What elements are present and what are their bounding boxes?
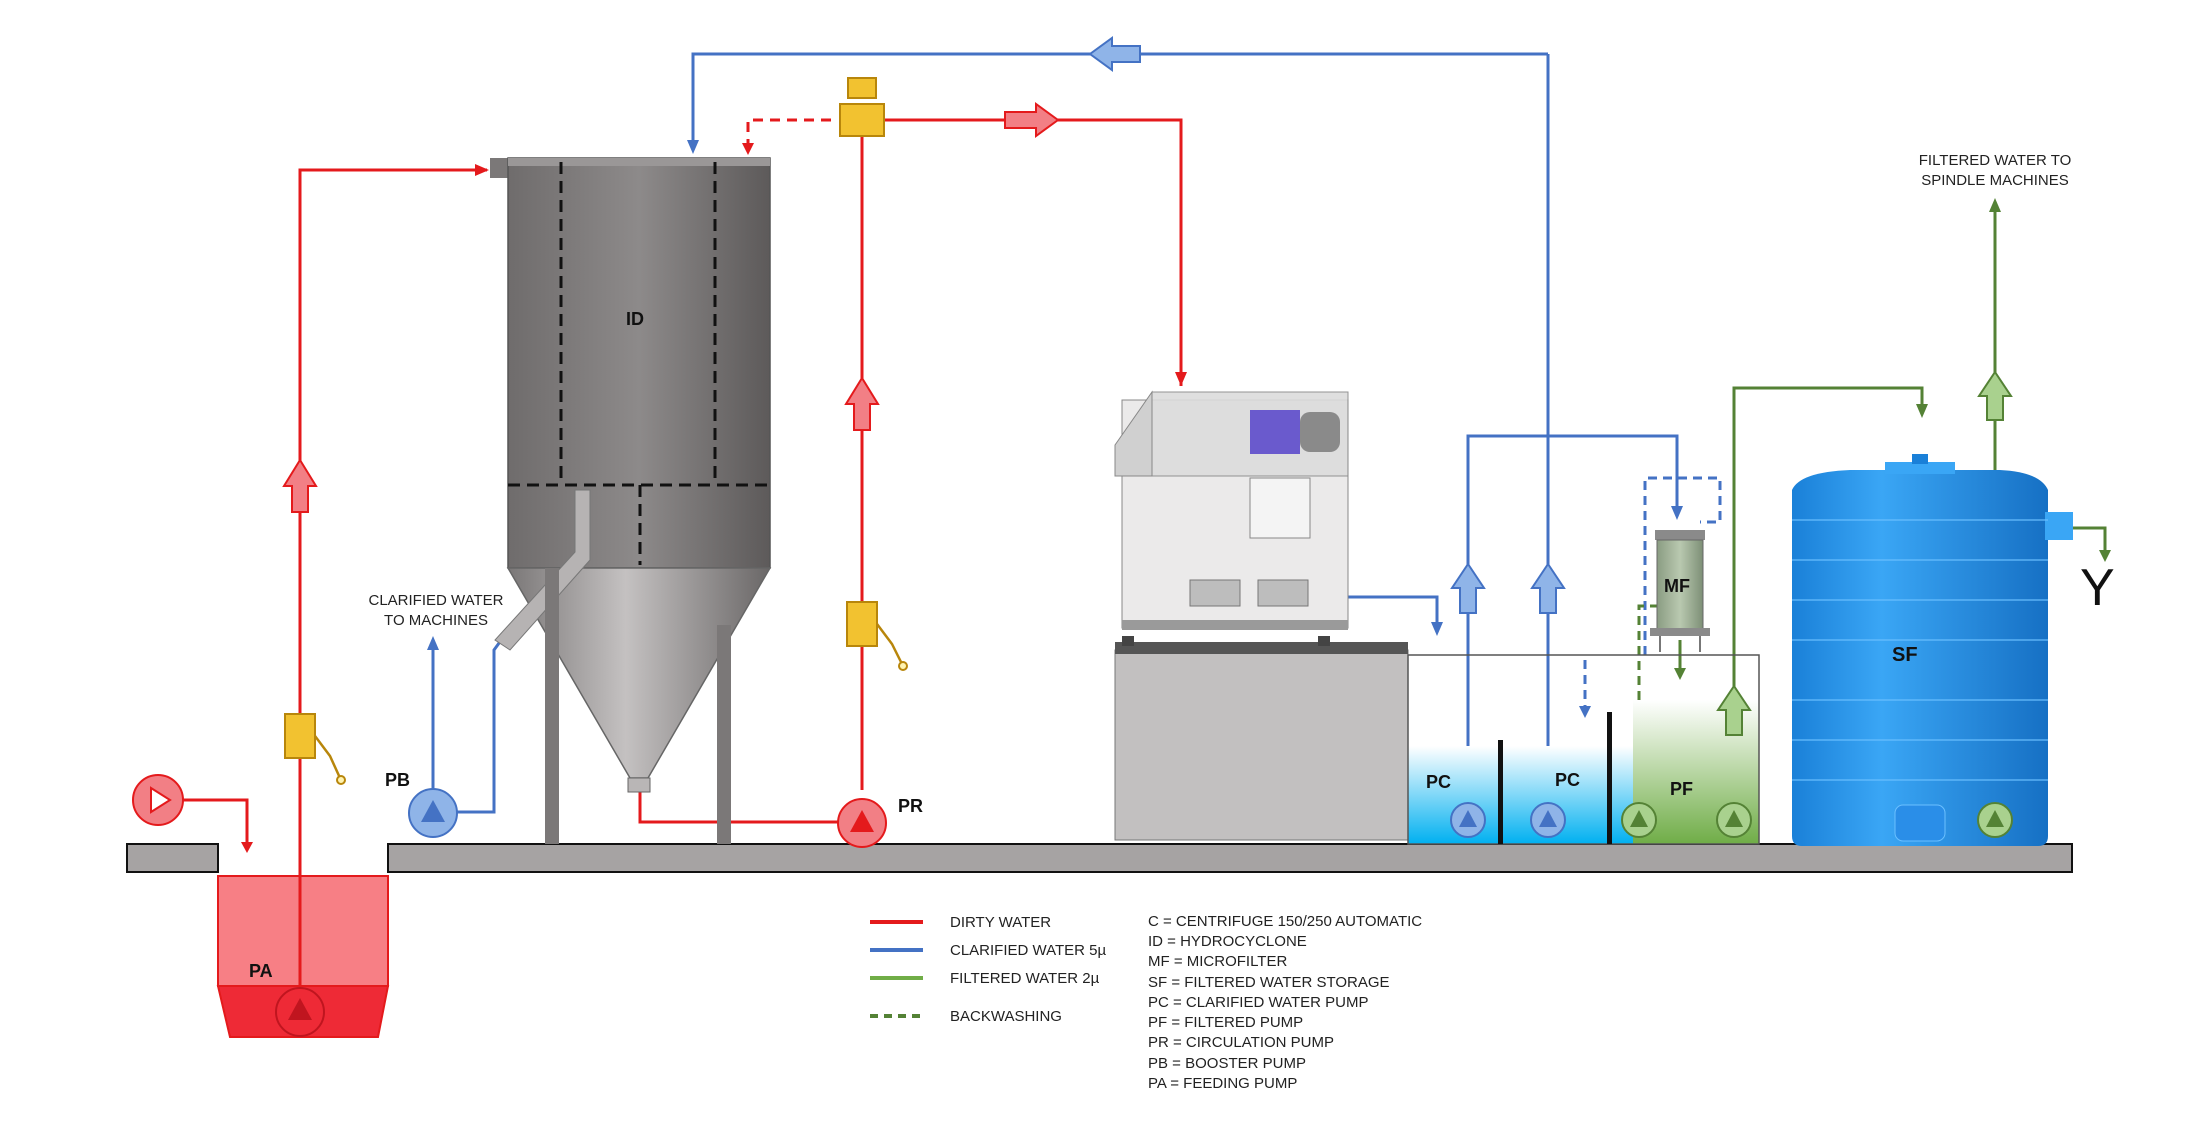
valve-pr-line [846, 601, 908, 671]
flow-arrow-red-up-pa [282, 458, 318, 513]
flow-arrow-blue-left [1088, 36, 1141, 72]
pump-pc-right [1530, 802, 1566, 838]
clarified-annotation-line1: CLARIFIED WATER [368, 592, 503, 609]
flow-arrow-red-right [1004, 102, 1060, 138]
filtered-arrowheads [1674, 198, 2111, 680]
pump-feed-inlet [132, 774, 184, 826]
abbrev-item: PB = BOOSTER PUMP [1148, 1055, 1306, 1072]
pumps: PB PR [132, 770, 2013, 1037]
legend-label-filtered: FILTERED WATER 2µ [950, 970, 1100, 987]
dirty-arrowheads [241, 143, 1187, 853]
pa-label: PA [249, 961, 273, 981]
flow-arrow-symbols [282, 36, 2013, 736]
pump-pf-left [1621, 802, 1657, 838]
pc-left-label: PC [1426, 772, 1451, 792]
abbrev-item: MF = MICROFILTER [1148, 953, 1287, 970]
pr-label: PR [898, 796, 923, 816]
annotation-filtered-to-spindle: FILTERED WATER TO SPINDLE MACHINES [1919, 152, 2072, 189]
legend: DIRTY WATER CLARIFIED WATER 5µ FILTERED … [870, 913, 1422, 1092]
legend-label-clarified: CLARIFIED WATER 5µ [950, 942, 1107, 959]
legend-item-dirty: DIRTY WATER [870, 914, 1051, 931]
legend-item-clarified: CLARIFIED WATER 5µ [870, 942, 1107, 959]
pb-label: PB [385, 770, 410, 790]
abbreviation-list: C = CENTRIFUGE 150/250 AUTOMATIC ID = HY… [1148, 913, 1422, 1092]
filtered-annotation-line2: SPINDLE MACHINES [1921, 172, 2069, 189]
clarified-arrowheads [427, 140, 1683, 718]
microfilter-mf: MF [1650, 530, 1710, 652]
legend-item-filtered: FILTERED WATER 2µ [870, 970, 1100, 987]
pump-pf-right [1716, 802, 1752, 838]
abbrev-item: PC = CLARIFIED WATER PUMP [1148, 994, 1368, 1011]
legend-item-backwashing: BACKWASHING [870, 1008, 1062, 1025]
pump-pb: PB [385, 770, 458, 838]
pump-pa [275, 987, 325, 1037]
pump-sf [1977, 802, 2013, 838]
centrifuge-c [1114, 390, 1409, 841]
three-way-valve [839, 77, 885, 137]
annotation-clarified-to-machines: CLARIFIED WATER TO MACHINES [368, 592, 503, 629]
clarified-water-lines [431, 52, 1722, 823]
abbrev-item: PF = FILTERED PUMP [1148, 1014, 1303, 1031]
flow-arrow-green-up-pf [1716, 684, 1752, 736]
filtered-storage-sf: SF [1792, 454, 2073, 846]
pump-pr: PR [837, 796, 923, 848]
abbrev-item: C = CENTRIFUGE 150/250 AUTOMATIC [1148, 913, 1422, 930]
valves [284, 77, 908, 785]
filtered-annotation-line1: FILTERED WATER TO [1919, 152, 2072, 169]
legend-label-backwashing: BACKWASHING [950, 1008, 1062, 1025]
floor [126, 843, 2073, 873]
flow-arrow-blue-up-pc-left [1450, 562, 1486, 614]
pump-pc-left [1450, 802, 1486, 838]
flow-arrow-blue-up-pc-right [1530, 562, 1566, 614]
sf-label: SF [1892, 644, 1918, 666]
clarified-annotation-line2: TO MACHINES [384, 612, 488, 629]
flow-arrow-green-up-sf [1977, 370, 2013, 421]
hydrocyclone-id: ID [490, 157, 772, 844]
legend-label-dirty: DIRTY WATER [950, 914, 1051, 931]
abbrev-item: SF = FILTERED WATER STORAGE [1148, 974, 1390, 991]
valve-pa-line [284, 713, 346, 785]
abbrev-item: PR = CIRCULATION PUMP [1148, 1034, 1334, 1051]
abbrev-item: ID = HYDROCYCLONE [1148, 933, 1307, 950]
mf-label: MF [1664, 576, 1690, 596]
y-strainer-mark: Y [2080, 559, 2115, 617]
flow-arrow-red-up-pr [844, 376, 880, 431]
id-label: ID [626, 309, 644, 329]
pc-right-label: PC [1555, 770, 1580, 790]
pf-label: PF [1670, 779, 1693, 799]
abbrev-item: PA = FEEDING PUMP [1148, 1075, 1297, 1092]
